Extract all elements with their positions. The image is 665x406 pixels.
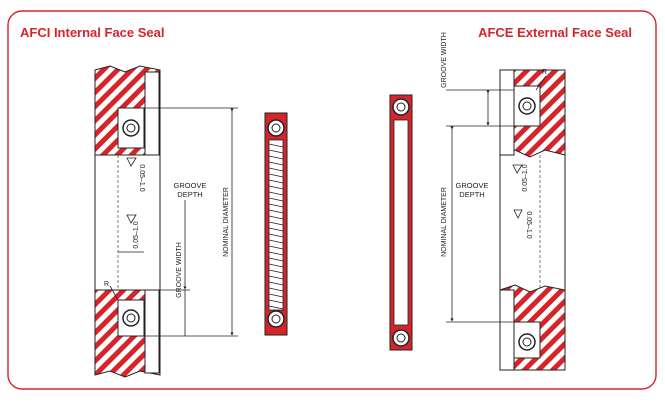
afce-groove-width-label: GROOVE WIDTH: [441, 32, 448, 88]
afci-dimensions: [109, 107, 238, 337]
spring-coil-rung: [268, 143, 284, 148]
afce-dimensions: [446, 75, 547, 323]
afci-title: AFCI Internal Face Seal: [20, 25, 165, 40]
spring-coil-rung: [268, 275, 284, 280]
spring-coil-rung: [268, 305, 284, 310]
spring-coil-rung: [268, 149, 284, 154]
spring-coil-rung: [268, 257, 284, 262]
frame-border: [7, 10, 657, 390]
spring-coil-rung: [268, 245, 284, 250]
spring-coil-rung: [268, 209, 284, 214]
spring-coil-rung: [268, 239, 284, 244]
afci-groove-depth-label-2: DEPTH: [177, 190, 202, 199]
afci-radius-mark: R: [104, 281, 109, 288]
afce-tolerance-lower: 0.05–1.0: [525, 211, 532, 238]
spring-coil-rung: [268, 299, 284, 304]
spring-coil-rung: [268, 179, 284, 184]
afci-tolerance-lower: 0.05–1.0: [133, 221, 140, 248]
spring-coil-rung: [268, 215, 284, 220]
afce-tolerance-upper: 0.05–1.0: [522, 164, 529, 191]
afci-housing-top: [94, 65, 161, 156]
spring-coil-rung: [268, 161, 284, 166]
afci-seal-ring: [264, 112, 288, 336]
spring-coil-rung: [268, 227, 284, 232]
spring-coil-rung: [268, 203, 284, 208]
spring-coil-rung: [268, 155, 284, 160]
spring-coil-rung: [268, 197, 284, 202]
afce-housing-bottom: [499, 284, 566, 371]
afci-groove-depth-label-1: GROOVE: [174, 181, 207, 190]
spring-coil-rung: [268, 287, 284, 292]
afci-housing-bottom: [94, 289, 161, 378]
spring-coil-rung: [268, 185, 284, 190]
afci-nominal-diameter-label: NOMINAL DIAMETER: [223, 187, 230, 257]
afce-groove-depth-label-1: GROOVE: [456, 181, 489, 190]
afce-groove-depth-label-2: DEPTH: [459, 190, 484, 199]
spring-coil-rung: [268, 281, 284, 286]
spring-coil-rung: [268, 167, 284, 172]
spring-coil-rung: [268, 191, 284, 196]
afce-title: AFCE External Face Seal: [478, 25, 632, 40]
afce-radius-mark: R: [542, 69, 547, 76]
spring-coil-rung: [268, 233, 284, 238]
afce-seal-ring: [389, 94, 413, 351]
afce-nominal-diameter-label: NOMINAL DIAMETER: [441, 187, 448, 257]
spring-coil-rung: [268, 263, 284, 268]
spring-coil-rung: [268, 221, 284, 226]
spring-coil-rung: [268, 173, 284, 178]
spring-coil-rung: [268, 269, 284, 274]
afci-groove-width-label: GROOVE WIDTH: [176, 242, 183, 298]
spring-coil-rung: [268, 251, 284, 256]
afce-housing-top: [499, 69, 566, 158]
spring-coil-rung: [268, 293, 284, 298]
afci-tolerance-upper: 0.05–1.0: [138, 164, 145, 191]
